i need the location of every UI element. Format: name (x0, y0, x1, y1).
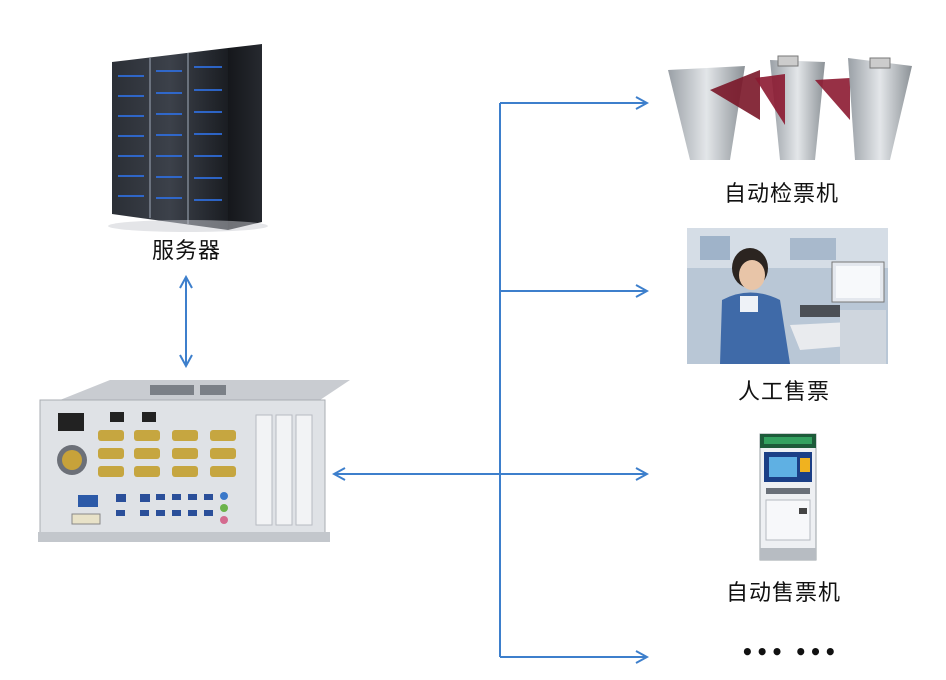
gate-label: 自动检票机 (724, 182, 840, 207)
more-label: ••• ••• (741, 640, 839, 664)
server-label: 服务器 (152, 239, 222, 264)
counter-label: 人工售票 (738, 380, 831, 405)
vending-label: 自动售票机 (726, 581, 842, 606)
